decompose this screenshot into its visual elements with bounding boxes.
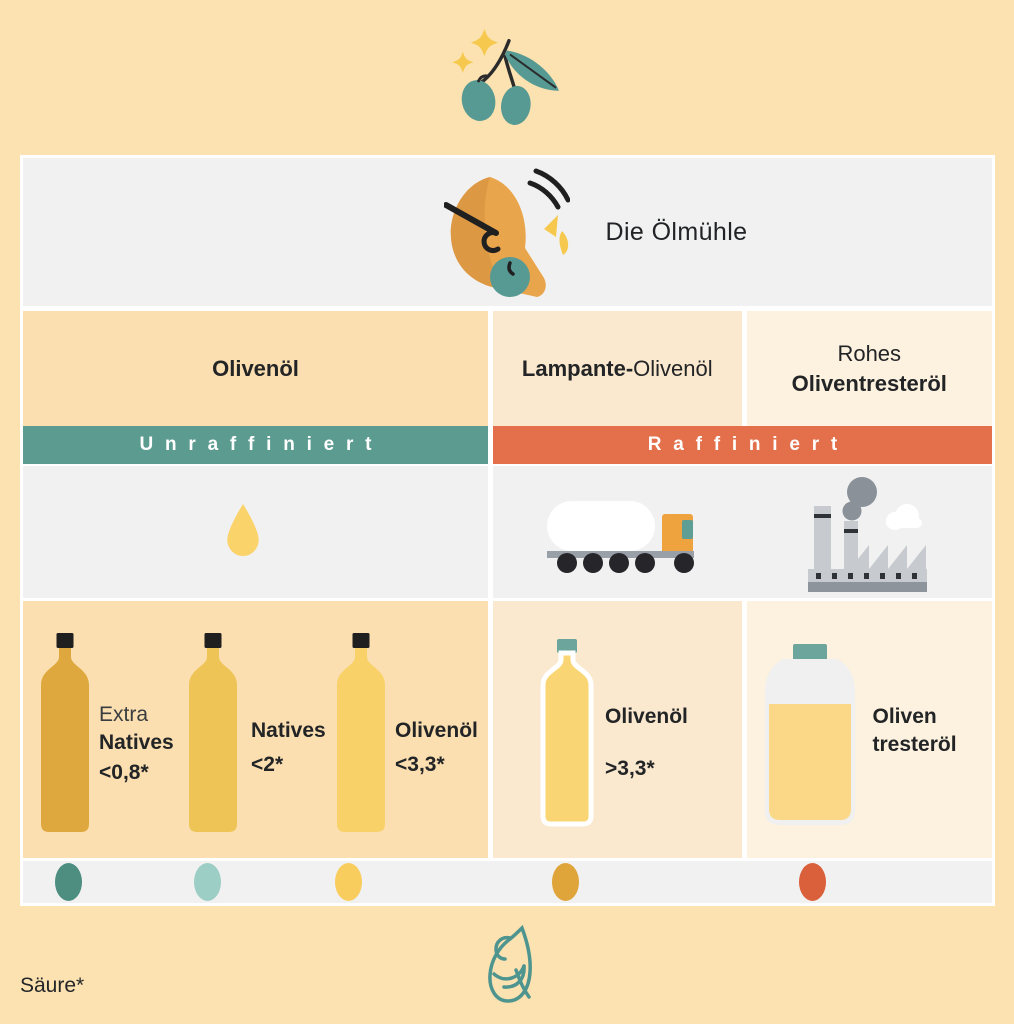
mill-title: Die Ölmühle xyxy=(605,217,748,246)
factory-icon xyxy=(808,477,928,592)
mill-header-row: Die Ölmühle xyxy=(23,158,992,306)
tresteroel-product-cell: Oliven tresteröl xyxy=(746,601,992,858)
column-tresteroel-line2: Oliventresteröl xyxy=(791,370,947,396)
extra-natives-acidity: <0,8* xyxy=(99,761,149,784)
tresteroel-jug-icon xyxy=(764,644,855,825)
process-icon-row xyxy=(23,466,992,598)
legend-dot-lightteal xyxy=(194,863,221,901)
refined-banner-label: Raffiniert xyxy=(647,434,849,455)
product-row: Extra Natives <0,8* Natives <2* xyxy=(23,601,992,858)
lampante-label: Olivenöl >3,3* xyxy=(605,703,688,783)
lampante-acidity: >3,3* xyxy=(605,757,655,780)
refined-icon-cell xyxy=(493,466,992,598)
olivenoel-label: Olivenöl <3,3* xyxy=(395,717,478,779)
unrefined-icon-cell xyxy=(23,466,489,598)
column-tresteroel-line1: Rohes xyxy=(837,340,902,366)
natives-bottle-icon xyxy=(189,633,237,832)
mill-group: Die Ölmühle xyxy=(443,167,748,297)
natives-label: Natives <2* xyxy=(251,717,326,779)
unrefined-products-cell: Extra Natives <0,8* Natives <2* xyxy=(23,601,489,858)
banner-row: Unraffiniert Raffiniert xyxy=(23,426,992,464)
oil-drop-icon xyxy=(227,503,259,557)
refined-banner: Raffiniert xyxy=(493,426,992,464)
oil-drop-leaf-logo-icon xyxy=(488,924,532,1003)
natives-acidity: <2* xyxy=(251,753,284,776)
column-lampante-label: Lampante-Olivenöl xyxy=(521,355,713,381)
lampante-bottle-icon xyxy=(540,639,594,827)
column-olivenoel-label: Olivenöl xyxy=(212,355,299,381)
oil-mill-icon xyxy=(443,168,570,297)
extra-natives-bottle-icon xyxy=(41,633,89,832)
legend-dot-gold xyxy=(552,863,579,901)
legend-dot-red xyxy=(799,863,826,901)
acidity-footnote: Säure* xyxy=(20,974,85,997)
olivenoel-acidity: <3,3* xyxy=(395,753,445,776)
tresteroel-label: Oliven tresteröl xyxy=(872,705,957,756)
legend-dot-row xyxy=(23,861,992,903)
extra-natives-label: Extra Natives <0,8* xyxy=(99,701,174,787)
tanker-truck-icon xyxy=(547,501,695,573)
unrefined-banner: Unraffiniert xyxy=(23,426,489,464)
lampante-product-cell: Olivenöl >3,3* xyxy=(493,601,742,858)
legend-dot-teal xyxy=(55,863,82,901)
legend-dot-yellow xyxy=(335,863,362,901)
column-olivenoel: Olivenöl xyxy=(23,311,489,426)
olive-branch-icon xyxy=(452,28,559,125)
column-header-row: Olivenöl Lampante-Olivenöl Rohes Olivent… xyxy=(23,311,992,426)
olivenoel-bottle-icon xyxy=(337,633,385,832)
unrefined-banner-label: Unraffiniert xyxy=(139,434,384,455)
oil-types-table: Die Ölmühle Olivenöl Lampante-Olivenöl R… xyxy=(20,155,995,906)
column-tresteroel: Rohes Oliventresteröl xyxy=(746,311,992,426)
column-lampante: Lampante-Olivenöl xyxy=(493,311,742,426)
